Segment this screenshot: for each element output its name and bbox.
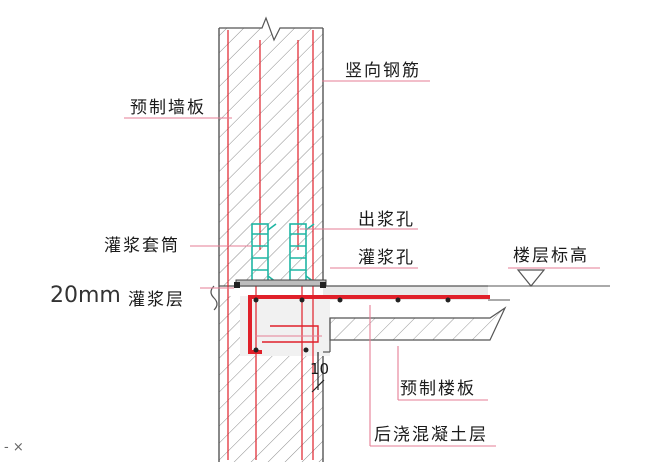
vertical-rebars <box>227 30 314 460</box>
floor-level-symbol <box>516 269 546 287</box>
label-floor-level: 楼层标高 <box>513 246 589 266</box>
precast-floor-slab <box>323 306 507 353</box>
label-precast-slab: 预制楼板 <box>400 379 476 399</box>
precast-wall-panel <box>218 16 324 286</box>
label-precast-wall: 预制墙板 <box>130 98 206 118</box>
rebar-dots <box>253 297 451 353</box>
label-grout-hole: 灌浆孔 <box>358 248 415 268</box>
label-vertical-rebar: 竖向钢筋 <box>345 61 421 81</box>
leader-lines <box>124 80 600 447</box>
label-grout-layer: 灌浆层 <box>128 290 185 310</box>
axis-marker: - × <box>4 440 24 455</box>
label-cast-in-place-layer: 后浇混凝土层 <box>374 425 488 445</box>
label-grout-layer-dimension: 20mm <box>50 283 121 308</box>
label-dimension-10: 10 <box>310 360 330 378</box>
floor-level-line <box>488 285 610 301</box>
grout-layer-seam <box>210 279 327 311</box>
dimension-10-marker <box>311 352 325 393</box>
label-grout-sleeve: 灌浆套筒 <box>104 236 180 256</box>
label-outlet-hole: 出浆孔 <box>358 210 415 230</box>
